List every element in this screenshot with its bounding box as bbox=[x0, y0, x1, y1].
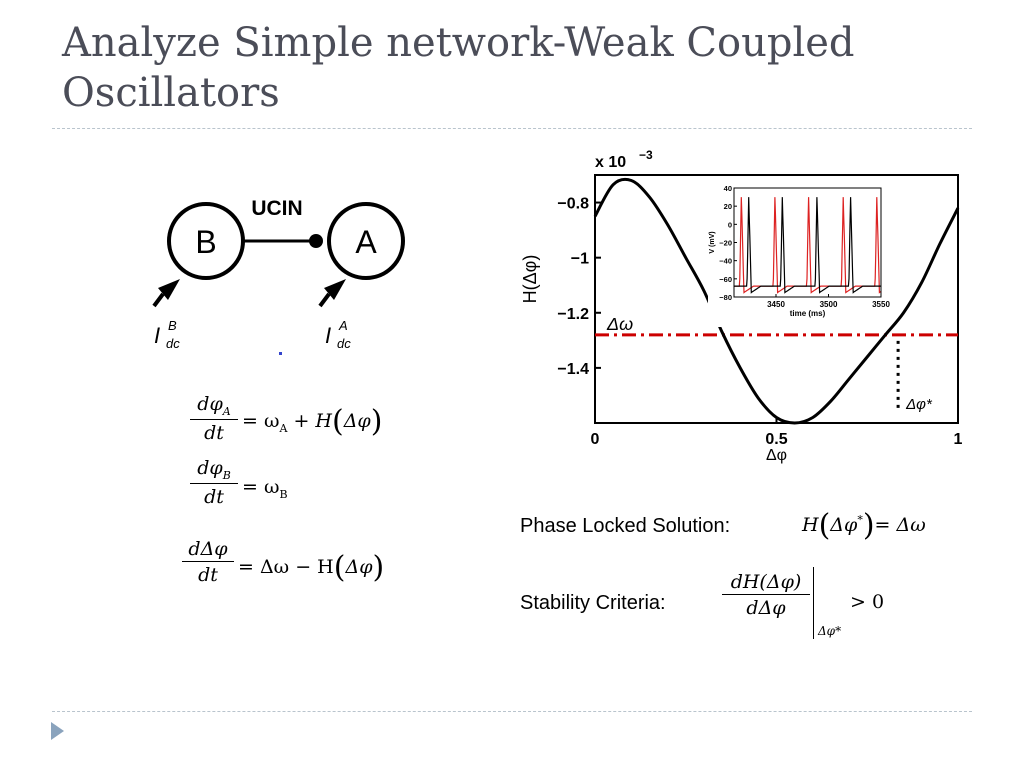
eq1-rhs-mid: + H bbox=[287, 410, 332, 432]
synapse-dot bbox=[309, 234, 323, 248]
x-tick-label: 0 bbox=[591, 431, 600, 448]
eq2-rhs: = ωB bbox=[242, 476, 288, 501]
phase-locked-label: Phase Locked Solution: bbox=[520, 515, 731, 537]
network-diagram: B A UCIN I B dc I A dc bbox=[152, 197, 405, 351]
eq1-rhs-arg: Δφ bbox=[343, 410, 371, 432]
current-a-sub: dc bbox=[337, 336, 351, 351]
stability-fraction: dH(Δφ) dΔφ bbox=[722, 571, 810, 619]
eq2-num-sub: B bbox=[222, 468, 231, 482]
eq1-num: dφ bbox=[197, 393, 223, 415]
phase-locked-sup: * bbox=[857, 513, 863, 527]
delta-omega-label: Δω bbox=[606, 314, 633, 334]
x-axis-label: Δφ bbox=[766, 447, 787, 464]
inset-y-tick-label: 0 bbox=[728, 220, 732, 229]
eq1-rhs: = ωA + H(Δφ) bbox=[242, 404, 383, 439]
current-b-sup: B bbox=[168, 318, 177, 333]
y-tick-label: −1.2 bbox=[557, 306, 589, 323]
current-b-base: I bbox=[154, 323, 160, 348]
eq1-num-sub: A bbox=[222, 404, 231, 418]
delta-phi-star-label: Δφ* bbox=[905, 396, 933, 413]
inset-trace-red bbox=[734, 197, 882, 294]
eq2-den: dt bbox=[204, 485, 224, 508]
top-divider bbox=[52, 128, 972, 129]
slide-title: Analyze Simple network-Weak Coupled Osci… bbox=[62, 20, 855, 116]
phase-locked-rhs: = Δω bbox=[874, 514, 926, 536]
stability-eval: Δφ* bbox=[818, 624, 842, 638]
node-b-label: B bbox=[195, 224, 216, 260]
x-tick-label: 1 bbox=[954, 431, 963, 448]
y-scale-label: x 10 bbox=[595, 154, 626, 171]
inset-x-axis-label: time (ms) bbox=[790, 309, 826, 318]
eq3-fraction: dΔφ dt bbox=[182, 538, 234, 586]
y-tick-label: −0.8 bbox=[557, 196, 589, 213]
inset-background bbox=[708, 182, 889, 327]
y-axis-label: H(Δφ) bbox=[520, 255, 540, 304]
bullet-arrow-icon bbox=[51, 722, 64, 740]
inset-trace-black bbox=[734, 197, 881, 294]
inset-y-axis-label: V (mV) bbox=[709, 231, 716, 253]
eq3-den: dt bbox=[198, 564, 218, 586]
h-curve bbox=[593, 177, 960, 425]
stability-rhs: > 0 bbox=[850, 591, 885, 613]
stability-num: dH(Δφ) bbox=[722, 571, 810, 595]
current-b-sub: dc bbox=[166, 336, 180, 351]
node-b bbox=[167, 202, 245, 280]
inset-x-tick-label: 3550 bbox=[872, 300, 890, 309]
eq3-rhs: = Δω − H(Δφ) bbox=[238, 550, 385, 585]
stability-label: Stability Criteria: bbox=[520, 592, 666, 614]
input-arrow-b bbox=[158, 279, 180, 300]
current-a-base: I bbox=[325, 323, 331, 348]
node-a-label: A bbox=[355, 224, 377, 260]
inset-y-tick-label: −80 bbox=[719, 293, 732, 302]
node-a bbox=[327, 202, 405, 280]
current-a-sup: A bbox=[338, 318, 348, 333]
inset-y-tick-label: −40 bbox=[719, 257, 732, 266]
eq3-rhs-arg: Δφ bbox=[345, 556, 373, 578]
y-tick-label: −1.4 bbox=[557, 361, 589, 378]
y-scale-exponent: −3 bbox=[639, 148, 653, 162]
eq2-rhs-sub: B bbox=[279, 487, 288, 501]
stray-dot bbox=[279, 352, 282, 355]
inset-x-tick-label: 3500 bbox=[820, 300, 838, 309]
x-tick-label: 0.5 bbox=[765, 431, 787, 448]
eq1-fraction: dφA dt bbox=[190, 393, 238, 444]
eq3-num: dΔφ bbox=[182, 538, 234, 562]
phase-locked-h: H bbox=[802, 514, 819, 536]
stability-den: dΔφ bbox=[746, 597, 786, 619]
inset-y-tick-label: −60 bbox=[719, 275, 732, 284]
link-label: UCIN bbox=[251, 197, 302, 220]
phase-locked-expression: H(Δφ*)= Δω bbox=[802, 508, 926, 543]
eq2-rhs-start: = ω bbox=[242, 476, 280, 498]
inset-y-tick-label: 20 bbox=[724, 202, 732, 211]
eq1-den: dt bbox=[204, 421, 224, 444]
eq2-fraction: dφB dt bbox=[190, 457, 238, 508]
eq1-rhs-start: = ω bbox=[242, 410, 280, 432]
eq3-rhs-start: = Δω − H bbox=[238, 556, 334, 578]
eq1-rhs-sub: A bbox=[279, 421, 288, 435]
eq2-num: dφ bbox=[197, 457, 223, 479]
inset-x-tick-label: 3450 bbox=[767, 300, 785, 309]
inset-y-tick-label: −20 bbox=[719, 239, 732, 248]
phase-locked-arg: Δφ bbox=[830, 514, 858, 536]
input-arrow-a bbox=[324, 279, 346, 300]
evaluation-bar bbox=[813, 567, 814, 639]
bottom-divider bbox=[52, 711, 972, 712]
y-tick-label: −1 bbox=[571, 251, 589, 268]
inset-y-tick-label: 40 bbox=[724, 184, 732, 193]
